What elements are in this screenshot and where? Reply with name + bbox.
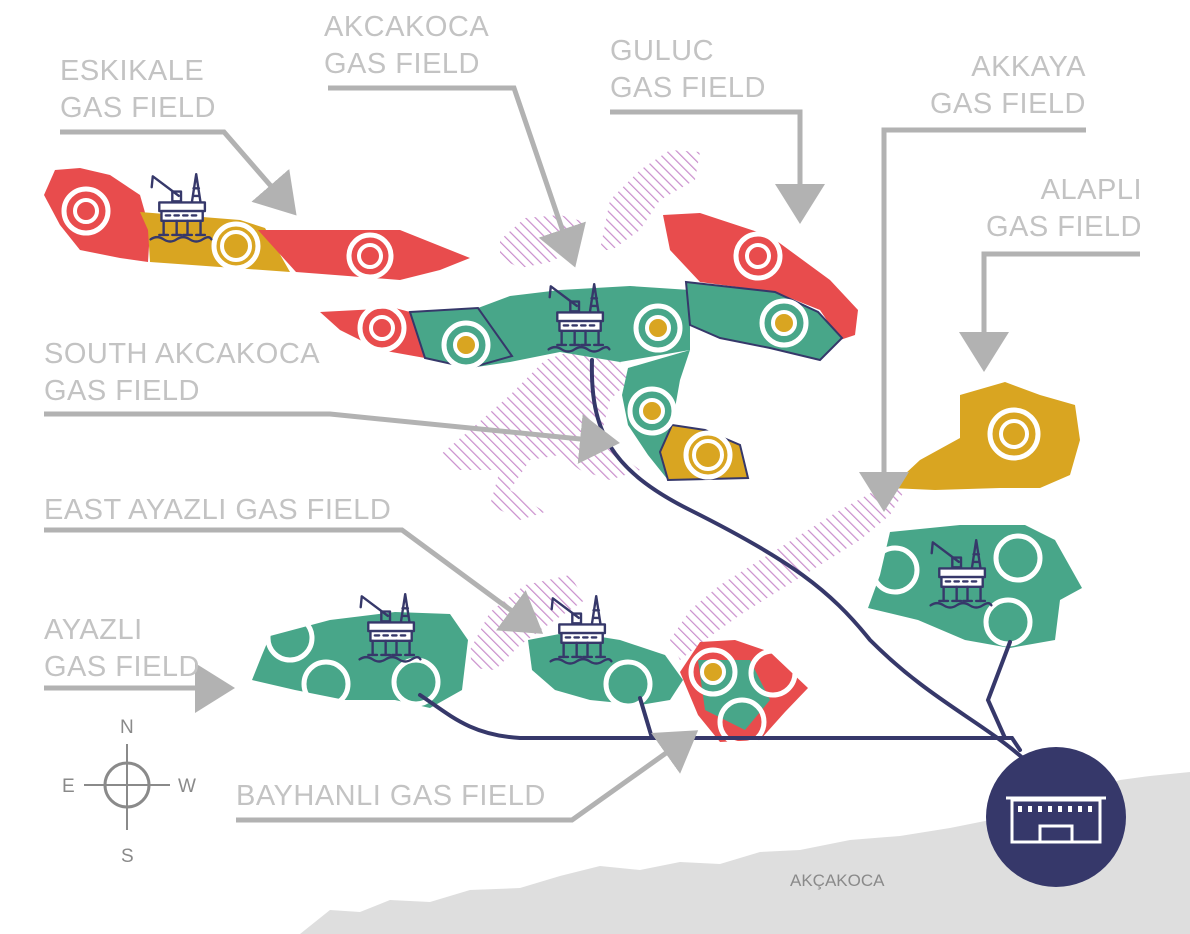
akcakoca-label-line2: GAS FIELD [324,48,480,80]
akcakoca-field [320,286,690,370]
east-ayazli-label: EAST AYAZLI GAS FIELD [44,494,391,526]
south-akcakoca-label-line1: SOUTH AKCAKOCA [44,338,320,370]
alapli-label-line2: GAS FIELD [986,211,1142,243]
guluc-label-line1: GULUC [610,35,714,67]
akkaya-label-line1: AKKAYA [971,51,1086,83]
east-ayazli-field [528,632,683,709]
bayhanli-field [680,640,808,747]
guluc-label-line2: GAS FIELD [610,72,766,104]
bayhanli-label: BAYHANLI GAS FIELD [236,780,546,812]
eskikale-field [44,168,470,280]
eskikale-label-line1: ESKIKALE [60,55,204,87]
compass-east: E [62,776,75,797]
akcakoca-label-line1: AKCAKOCA [324,11,489,43]
ayazli-label-line2: GAS FIELD [44,651,200,683]
compass-south: S [121,846,134,867]
south-akcakoca-field [622,350,750,482]
alapli-label-line1: ALAPLI [1041,174,1142,206]
ayazli-label-line1: AYAZLI [44,614,143,646]
alapli-field [890,382,1080,490]
eskikale-label-line2: GAS FIELD [60,92,216,124]
callout-arrows [44,85,1140,823]
compass-icon: N S E W [62,717,196,867]
guluc-field [663,213,858,362]
south-akcakoca-label-line2: GAS FIELD [44,375,200,407]
compass-north: N [120,717,134,738]
onshore-facility-icon [986,747,1126,887]
akkaya-label-line2: GAS FIELD [930,88,1086,120]
field-labels: ESKIKALE GAS FIELD AKCAKOCA GAS FIELD GU… [44,11,1142,890]
compass-west: W [178,776,196,797]
coastline-land [300,772,1190,934]
town-label: AKÇAKOCA [790,871,885,890]
